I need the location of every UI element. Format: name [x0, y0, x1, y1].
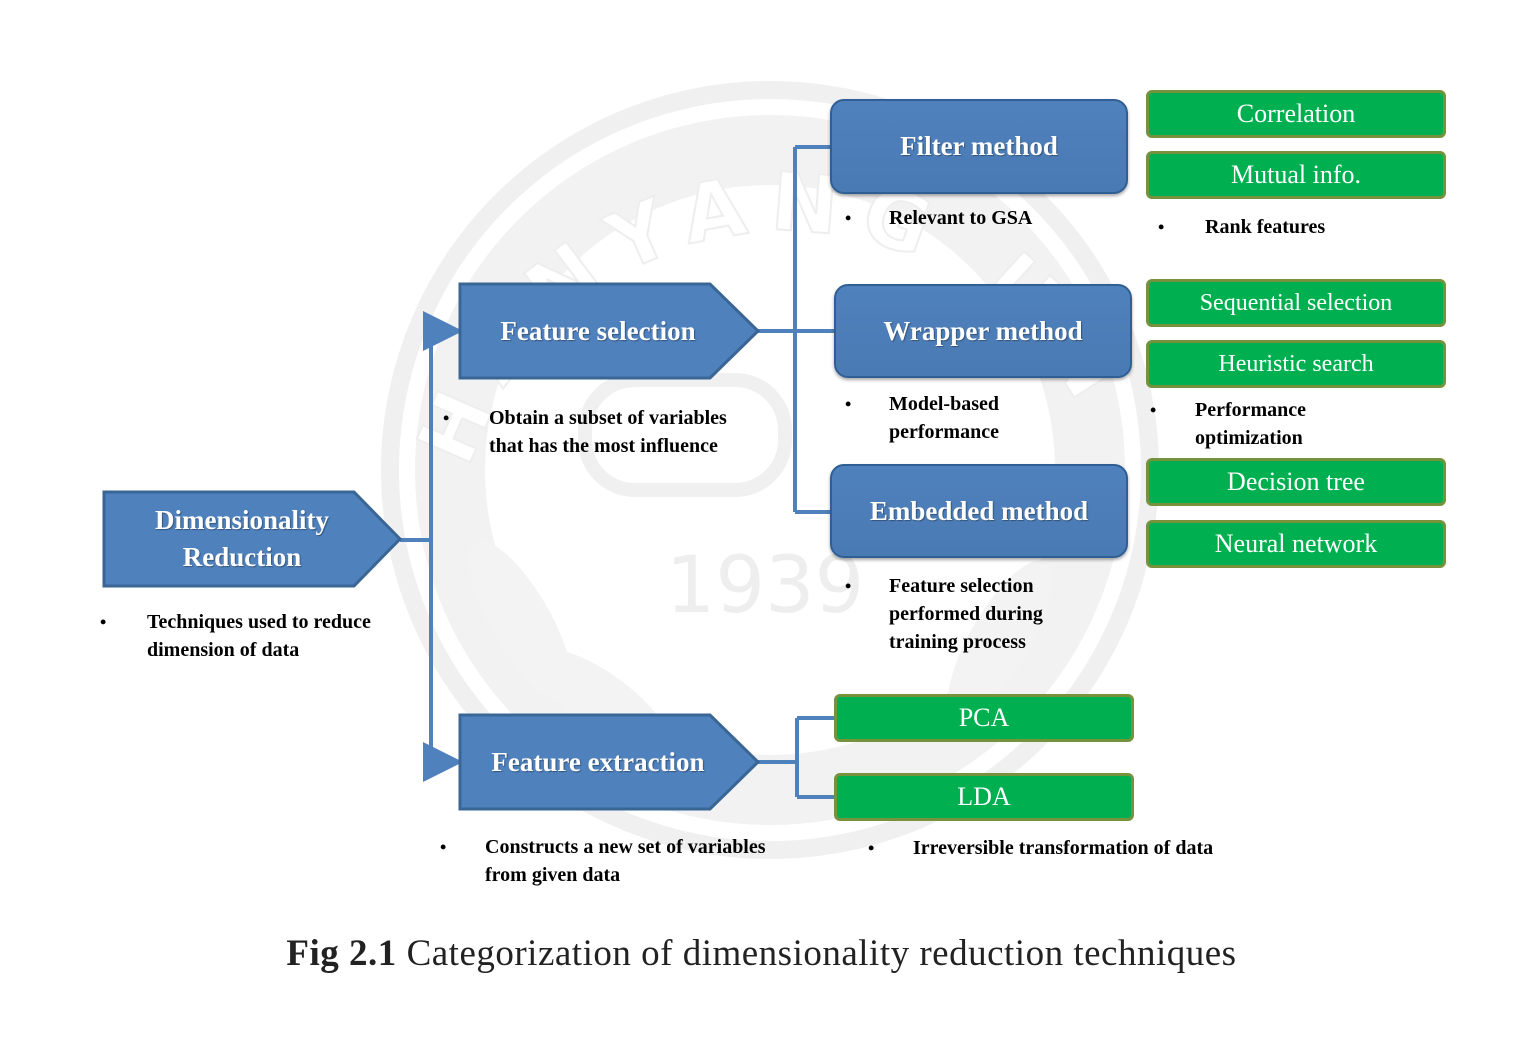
feature-extraction-note-text: Constructs a new set of variables from g…	[485, 836, 766, 886]
leaf-neural-network[interactable]: Neural network	[1146, 520, 1446, 568]
leaf-pca[interactable]: PCA	[834, 694, 1134, 742]
filter-method-label: Filter method	[900, 131, 1058, 161]
wrapper-method-note: • Model-based performance	[845, 390, 1105, 450]
wrapper-method-node[interactable]: Wrapper method	[834, 284, 1132, 378]
figure-caption: Fig 2.1 Categorization of dimensionality…	[0, 932, 1523, 975]
leaf-decision-tree[interactable]: Decision tree	[1146, 458, 1446, 506]
extraction-leaves-note: • Irreversible transformation of data	[868, 834, 1288, 864]
feature-selection-node[interactable]: Feature selection	[458, 282, 738, 380]
feature-extraction-note: • Constructs a new set of variables from…	[440, 833, 840, 893]
feature-selection-label: Feature selection	[500, 315, 696, 346]
root-note: • Techniques used to reduce dimension of…	[100, 608, 430, 668]
filter-leaves-note: • Rank features	[1158, 213, 1418, 243]
embedded-method-label: Embedded method	[869, 495, 1089, 526]
leaf-mutual-info[interactable]: Mutual info.	[1146, 151, 1446, 199]
wrapper-leaves-note: • Performance optimization	[1150, 396, 1410, 456]
feature-extraction-shape	[458, 713, 761, 811]
filter-method-note: • Relevant to GSA	[845, 204, 1105, 234]
embedded-method-node[interactable]: Embedded method	[830, 464, 1128, 558]
wrapper-method-note-text: Model-based performance	[889, 393, 999, 443]
wrapper-method-label: Wrapper method	[883, 315, 1083, 346]
figure-number: Fig 2.1	[286, 933, 397, 974]
extraction-leaves-note-text: Irreversible transformation of data	[913, 837, 1214, 859]
embedded-method-note: • Feature selection performed during tra…	[845, 572, 1105, 660]
root-node-label: Dimensionality Reduction	[154, 505, 329, 572]
feature-extraction-label: Feature extraction	[491, 746, 705, 777]
figure-caption-text: Categorization of dimensionality reducti…	[406, 933, 1237, 974]
filter-method-note-text: Relevant to GSA	[889, 207, 1033, 229]
leaf-heuristic-search[interactable]: Heuristic search	[1146, 340, 1446, 388]
watermark-year: 1939	[666, 541, 865, 631]
feature-selection-note-text: Obtain a subset of variables that has th…	[489, 407, 727, 457]
feature-selection-shape	[458, 282, 761, 380]
leaf-sequential-selection[interactable]: Sequential selection	[1146, 279, 1446, 327]
embedded-method-note-text: Feature selection performed during train…	[889, 575, 1043, 653]
root-node[interactable]: Dimensionality Reduction	[102, 490, 382, 588]
leaf-lda[interactable]: LDA	[834, 773, 1134, 821]
leaf-correlation[interactable]: Correlation	[1146, 90, 1446, 138]
feature-selection-note: • Obtain a subset of variables that has …	[443, 404, 783, 464]
wrapper-leaves-note-text: Performance optimization	[1195, 399, 1307, 449]
feature-extraction-node[interactable]: Feature extraction	[458, 713, 738, 811]
filter-method-node[interactable]: Filter method	[830, 99, 1128, 194]
root-node-shape	[102, 490, 403, 588]
root-note-text: Techniques used to reduce dimension of d…	[147, 611, 371, 661]
filter-leaves-note-text: Rank features	[1205, 216, 1326, 238]
